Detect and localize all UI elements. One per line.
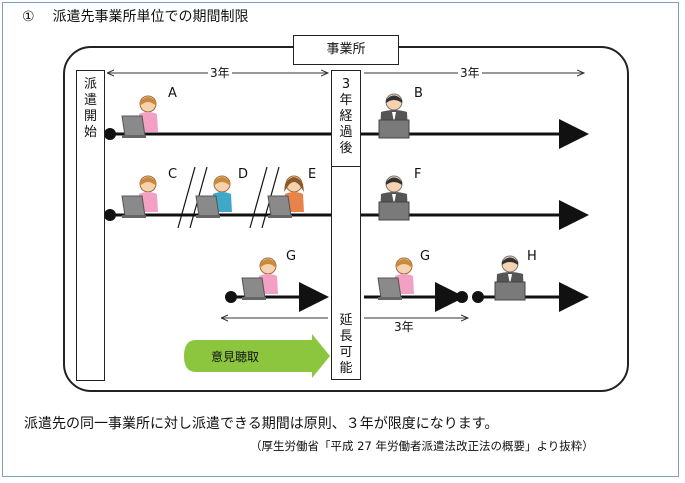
worker-b-label: B	[414, 86, 423, 101]
worker-a-label: A	[168, 86, 177, 101]
worker-e-label: E	[308, 167, 317, 182]
worker-d-icon	[195, 175, 232, 218]
timeline-3a-start	[225, 291, 237, 303]
span-label-bottom-right: 3年	[394, 320, 414, 334]
heading-text: 派遣先事業所単位での期間制限	[52, 9, 249, 25]
footer-text: 派遣先の同一事業所に対し派遣できる期間は原則、３年が限度になります。	[24, 416, 499, 432]
office-label: 事業所	[293, 35, 399, 65]
timeline-3b-end	[456, 291, 468, 303]
timeline-2-start	[104, 209, 116, 221]
figure-frame	[2, 2, 679, 477]
worker-c-label: C	[168, 167, 178, 182]
three-years-later-label: 3年経過後	[339, 77, 353, 156]
span-label-top-left: 3年	[208, 64, 232, 81]
opinion-label: 意見聴取	[211, 350, 260, 364]
worker-e-icon	[267, 175, 304, 218]
timeline-1-start	[104, 128, 116, 140]
worker-d-label: D	[238, 167, 249, 182]
worker-b-icon	[378, 93, 410, 139]
worker-g1-label: G	[286, 249, 297, 264]
worker-h-icon	[494, 255, 526, 301]
figure-heading: ① 派遣先事業所単位での期間制限	[22, 6, 249, 26]
dispatch-start-label: 派遣開始	[83, 77, 97, 140]
dispatch-start-box: 派遣開始	[76, 70, 105, 381]
worker-a-icon	[121, 95, 158, 138]
worker-c-icon	[121, 175, 158, 218]
worker-g2-label: G	[420, 249, 431, 264]
extension-box: 延長可能	[331, 166, 361, 380]
source-text: （厚生労働省「平成 27 年労働者派遣法改正法の概要」より抜粋）	[250, 439, 594, 453]
timeline-3c-start	[472, 291, 484, 303]
opinion-arrow	[184, 334, 330, 378]
worker-f-icon	[378, 175, 410, 221]
span-label-top-right: 3年	[458, 64, 482, 81]
extension-label: 延長可能	[339, 313, 353, 376]
worker-g1-icon	[241, 257, 278, 300]
slash-2b	[249, 166, 268, 229]
worker-g2-icon	[377, 257, 414, 300]
heading-number: ①	[22, 9, 35, 25]
worker-h-label: H	[527, 249, 537, 264]
slash-1b	[177, 166, 196, 229]
three-years-later-box: 3年経過後	[331, 70, 361, 168]
worker-f-label: F	[414, 167, 422, 182]
